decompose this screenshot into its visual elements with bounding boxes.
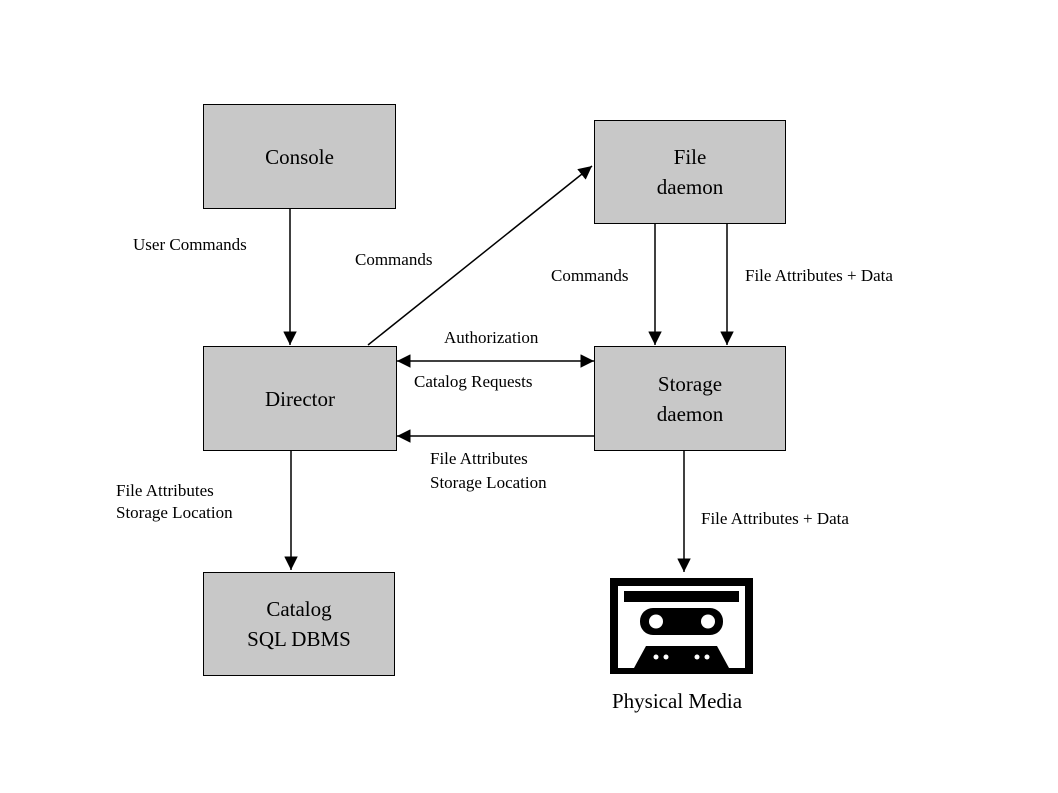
edge-label-director-to-file-commands: Commands (355, 250, 433, 269)
catalog-box: Catalog SQL DBMS (203, 572, 395, 676)
catalog-label-line2: SQL DBMS (247, 627, 351, 651)
file-daemon-box: File daemon (594, 120, 786, 224)
cassette-tape-icon (610, 578, 753, 674)
edge-label-user-commands: User Commands (133, 235, 247, 254)
arrow-director-to-file-daemon (367, 165, 593, 346)
console-label: Console (265, 144, 334, 169)
storage-daemon-box: Storage daemon (594, 346, 786, 451)
director-label: Director (265, 386, 335, 411)
catalog-label-line1: Catalog (266, 597, 332, 621)
console-box: Console (203, 104, 396, 209)
edge-label-storage-to-director-line1: File Attributes (430, 449, 528, 468)
file-daemon-label-line2: daemon (656, 175, 724, 199)
edge-label-file-to-storage-commands: Commands (551, 266, 629, 285)
edge-label-director-to-catalog-line2: Storage Location (116, 503, 233, 522)
file-daemon-label-line1: File (673, 145, 707, 169)
physical-media-label: Physical Media (612, 689, 743, 713)
storage-daemon-label-line2: daemon (656, 401, 724, 426)
edge-label-catalog-requests: Catalog Requests (414, 372, 533, 391)
edge-label-file-to-storage-data: File Attributes + Data (745, 266, 893, 285)
edge-label-authorization: Authorization (444, 328, 539, 347)
edge-label-director-to-catalog-line1: File Attributes (116, 481, 214, 500)
edge-label-storage-to-director-line2: Storage Location (430, 473, 547, 492)
edge-label-storage-to-media: File Attributes + Data (701, 509, 849, 528)
storage-daemon-label-line1: Storage (657, 371, 723, 396)
director-box: Director (203, 346, 397, 451)
